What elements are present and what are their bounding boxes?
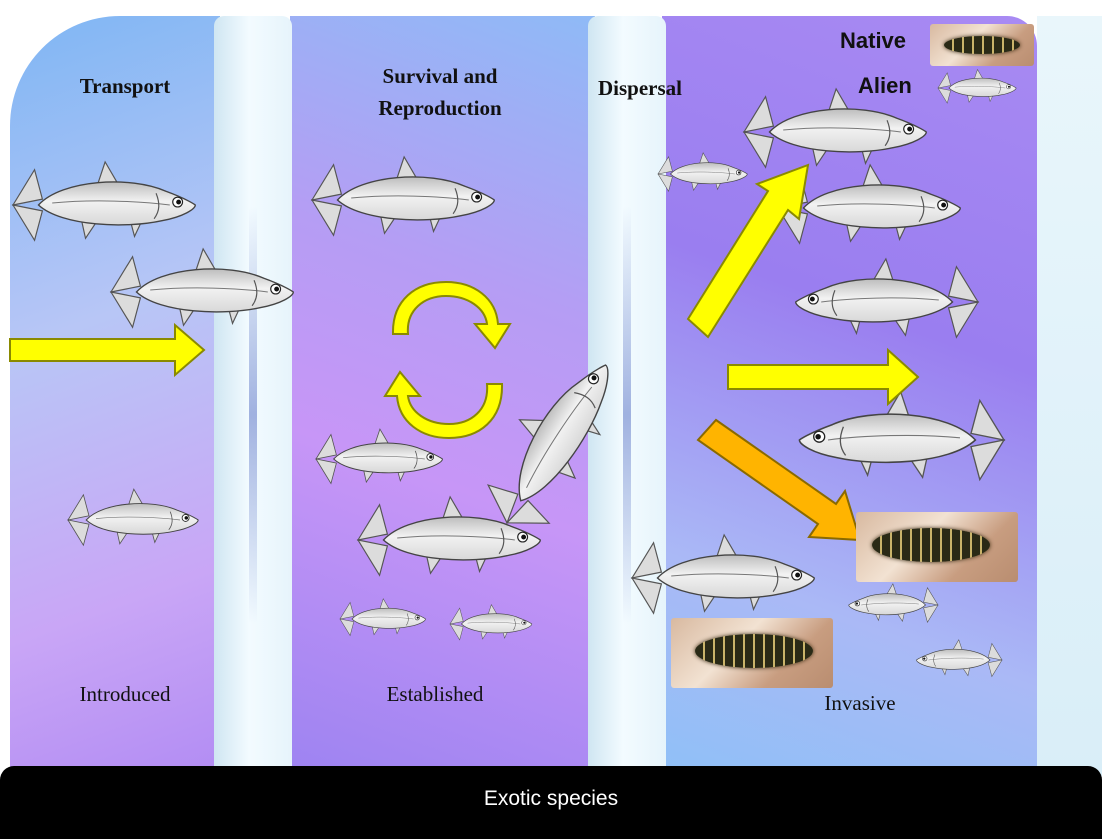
alien-fish-icon	[632, 535, 814, 613]
alien-fish-icon	[68, 489, 198, 545]
native-fish-photo	[930, 24, 1034, 66]
alien-fish-icon	[13, 162, 195, 240]
alien-fish-icon	[316, 429, 442, 483]
alien-legend-label: Alien	[858, 73, 938, 99]
alien-fish-icon	[658, 153, 747, 191]
alien-legend-fish-icon	[938, 70, 1016, 104]
footer-bar: Exotic species	[0, 766, 1102, 839]
alien-fish-icon	[799, 392, 1004, 480]
survival-label-line2: Reproduction	[335, 95, 545, 121]
footer-label: Exotic species	[0, 787, 1102, 811]
alien-fish-icon	[796, 259, 978, 337]
introduced-label: Introduced	[45, 681, 205, 707]
alien-fish-icon	[312, 157, 494, 235]
spread-right-arrow-icon	[728, 350, 918, 404]
survival-label-line1: Survival and	[335, 63, 545, 89]
alien-fish-icon	[450, 605, 532, 640]
alien-fish-icon	[744, 89, 926, 167]
native-legend-label: Native	[840, 28, 930, 54]
spread-up-arrow-icon	[688, 165, 808, 337]
native-fish-photo	[856, 512, 1018, 582]
alien-fish-icon	[849, 584, 938, 622]
invasive-label: Invasive	[780, 690, 940, 716]
native-fish-photo	[671, 618, 833, 688]
alien-fish-icon	[340, 599, 426, 636]
alien-fish-icon	[470, 342, 636, 542]
alien-fish-icon	[916, 640, 1002, 677]
established-label: Established	[355, 681, 515, 707]
dispersal-label: Dispersal	[565, 75, 715, 101]
cycle-arrows-icon	[385, 282, 510, 438]
alien-fish-icon	[111, 249, 293, 327]
transport-label: Transport	[50, 73, 200, 99]
transport-arrow-icon	[10, 325, 204, 375]
